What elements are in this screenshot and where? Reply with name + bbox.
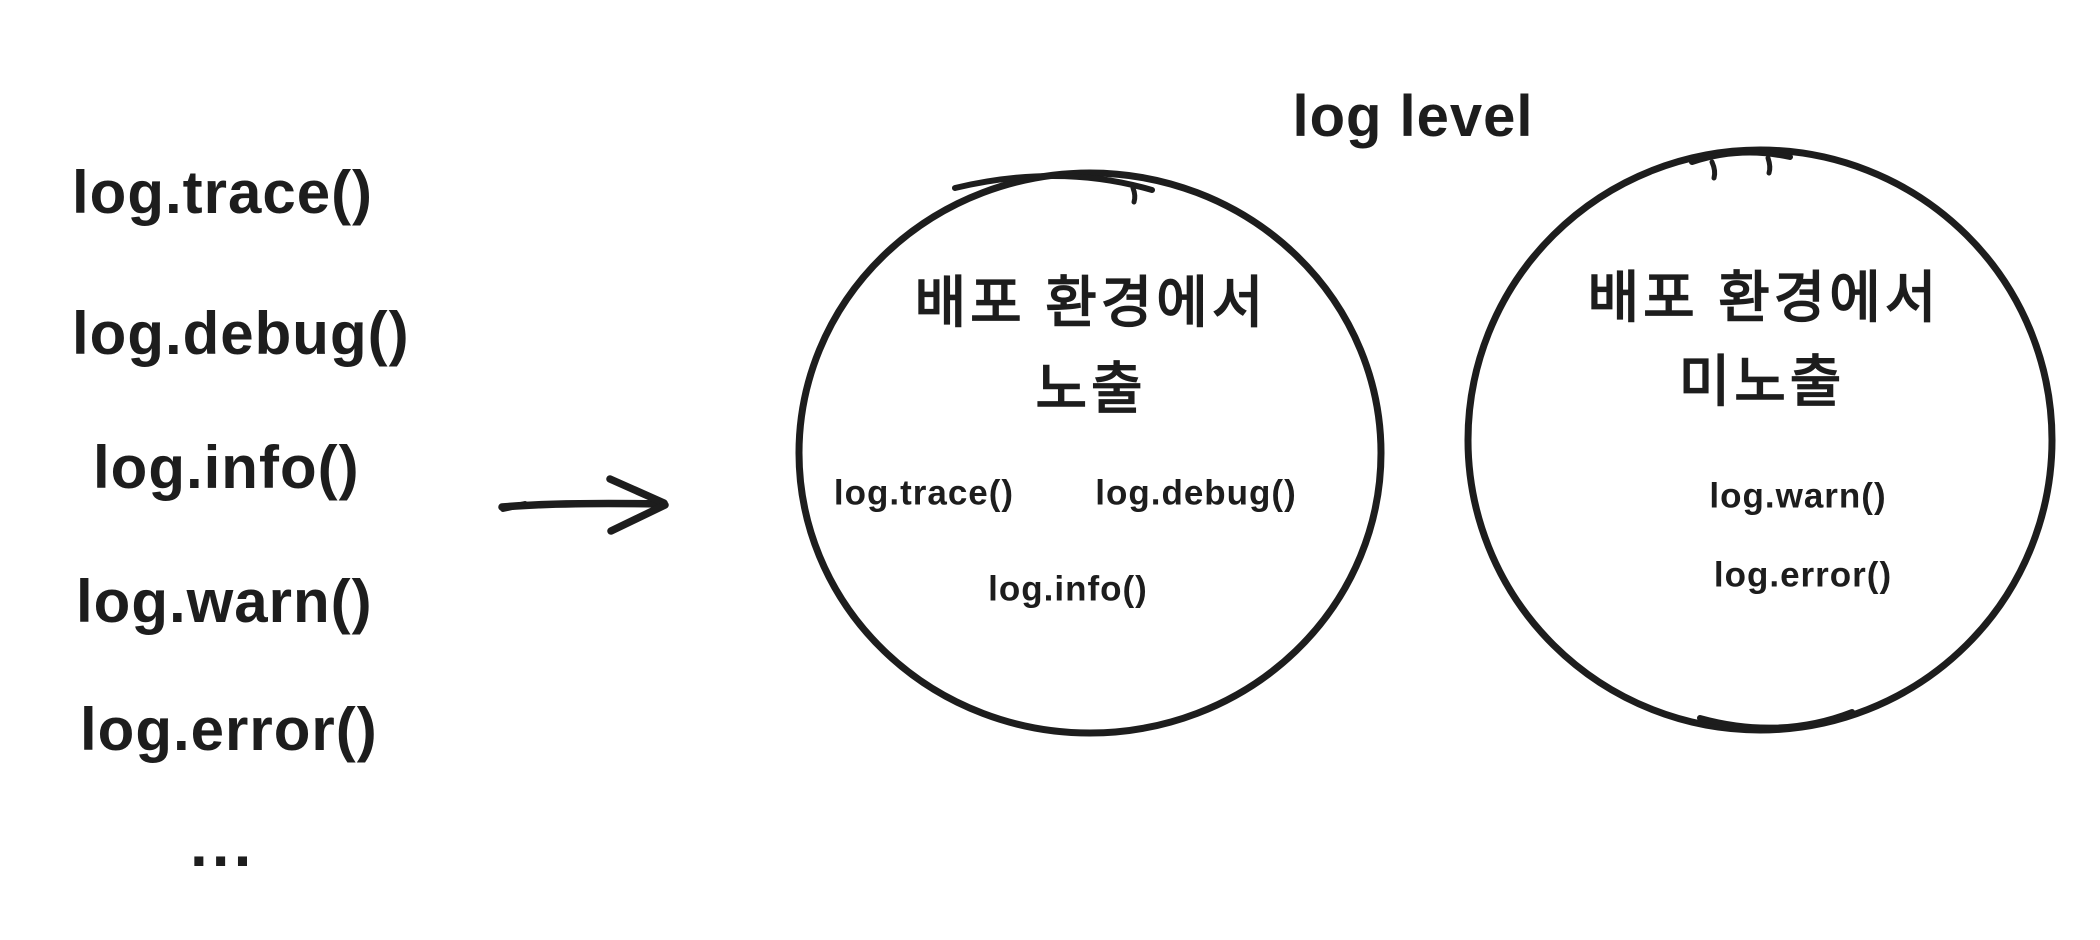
hidden-circle-label-line1: 배포 환경에서: [1587, 266, 1941, 329]
ellipsis-more-levels: ...: [190, 808, 256, 880]
exposed-item-info: log.info(): [988, 569, 1148, 609]
log-call-warn: log.warn(): [76, 568, 373, 635]
exposed-circle-label-line2: 노출: [1035, 357, 1147, 420]
hidden-item-error: log.error(): [1713, 555, 1893, 595]
arrow-icon: [498, 475, 669, 535]
exposed-circle-outline: [795, 169, 1385, 737]
diagram-title: log level: [1292, 84, 1534, 149]
hidden-item-warn: log.warn(): [1709, 476, 1887, 516]
exposed-circle-label-line1: 배포 환경에서: [914, 271, 1268, 334]
exposed-item-debug: log.debug(): [1095, 473, 1297, 513]
exposed-item-trace: log.trace(): [833, 473, 1015, 513]
log-call-error: log.error(): [80, 696, 378, 763]
hidden-circle-outline: [1464, 146, 2056, 734]
log-call-info: log.info(): [93, 434, 360, 501]
log-call-trace: log.trace(): [72, 159, 374, 226]
hidden-circle-label-line2: 미노출: [1678, 350, 1846, 413]
log-call-debug: log.debug(): [72, 300, 410, 367]
